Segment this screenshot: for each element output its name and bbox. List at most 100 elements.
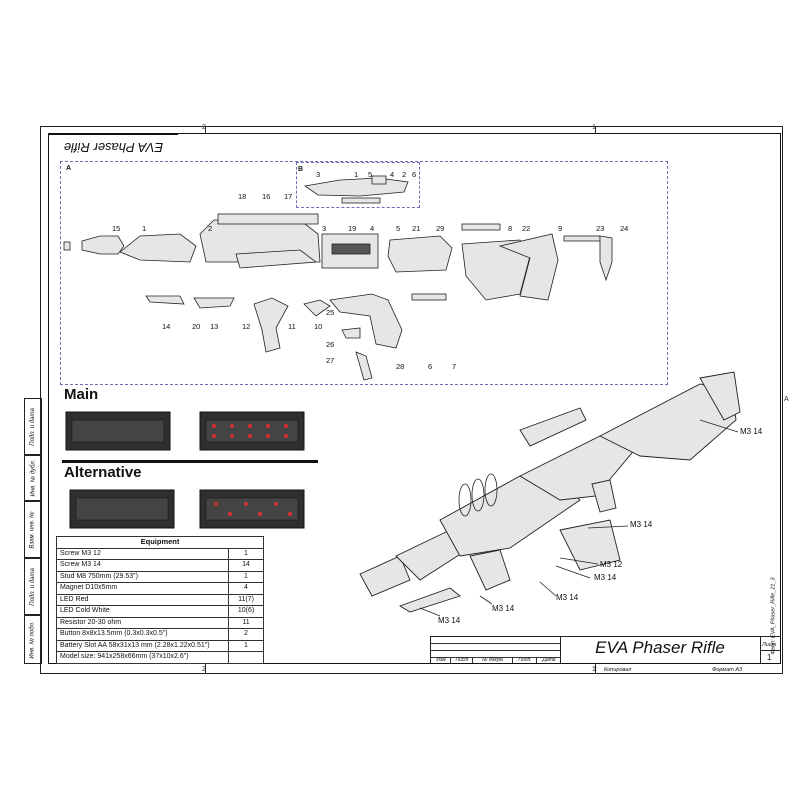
callout-m3-14: M3 14 <box>556 593 579 602</box>
led-module-main-1 <box>65 411 171 451</box>
stamp-dup-inv: Инв. № дубл. <box>24 455 42 501</box>
drawing-frame <box>48 133 781 664</box>
zone-tick <box>205 664 206 674</box>
assembled-grip <box>469 549 511 591</box>
view-a-num: 16 <box>262 192 271 201</box>
leader <box>539 581 557 597</box>
part-13-bracket <box>193 297 235 309</box>
view-a-num: 18 <box>238 192 247 201</box>
assembled-core <box>519 435 637 501</box>
callout-m3-14: M3 14 <box>594 573 617 582</box>
part-29-rail <box>461 223 501 231</box>
view-a-num: 7 <box>452 362 457 371</box>
view-b-num: 4 <box>390 170 395 179</box>
view-b-num: 2 <box>402 170 407 179</box>
led-module-alt-1 <box>69 489 175 529</box>
part-15-muzzle <box>81 235 125 255</box>
view-b-num: 6 <box>412 170 417 179</box>
zone-right-a: A <box>784 396 789 403</box>
leader <box>555 565 591 579</box>
part-b-block <box>371 175 387 185</box>
sheet-outer-frame <box>40 126 783 674</box>
view-a-num: 15 <box>112 224 121 233</box>
table-row: Button 8x8x13.5mm (0.3x0.3x0.5")2 <box>56 628 264 641</box>
format-label: Формат А3 <box>712 667 743 673</box>
stamp-orig-inv: Инв. № подл. <box>24 615 42 664</box>
callout-m3-14: M3 14 <box>492 604 515 613</box>
view-a-num: 27 <box>326 356 335 365</box>
assembled-grip-right <box>559 519 621 571</box>
view-a-num: 26 <box>326 340 335 349</box>
view-a-num: 3 <box>322 224 327 233</box>
part-6-grip <box>329 293 403 349</box>
view-b-num: 3 <box>316 170 321 179</box>
assembled-muzzle <box>359 555 411 597</box>
sheet-number: 1 <box>767 653 772 662</box>
part-27-trigger <box>355 351 373 381</box>
view-a-num: 25 <box>326 308 335 317</box>
part-4-display <box>331 243 371 255</box>
part-14-trigger-guard <box>145 295 185 305</box>
leader <box>479 595 493 605</box>
tb-header: № докум. <box>472 657 513 663</box>
assembled-butt <box>699 371 741 421</box>
callout-m3-14: M3 14 <box>438 616 461 625</box>
part-26-plate <box>341 327 361 339</box>
assembled-top-cover <box>519 407 587 447</box>
led-module-alt-2 <box>199 489 305 529</box>
part-cell <box>63 241 71 251</box>
assembled-lower-rail <box>398 587 461 613</box>
part-24-buttplate <box>599 235 613 282</box>
title-block-line <box>430 657 560 658</box>
copied-label: Копировал <box>604 667 632 673</box>
section-main-title: Main <box>64 386 99 403</box>
tb-header: Изм <box>430 657 451 663</box>
view-a-num: 2 <box>208 224 213 233</box>
part-7-bar <box>411 293 447 301</box>
view-a-label: A <box>66 165 72 172</box>
view-a-num: 19 <box>348 224 357 233</box>
callout-m3-14: M3 14 <box>630 520 653 529</box>
part-9-stock <box>498 233 559 301</box>
part-1-barrel-shroud <box>119 233 197 263</box>
view-a-num: 22 <box>522 224 531 233</box>
table-row: Stud M8 750mm (29.53")1 <box>56 570 264 583</box>
leader <box>699 419 739 433</box>
view-a-num: 20 <box>192 322 201 331</box>
view-a-num: 1 <box>142 224 147 233</box>
zone-tick <box>205 126 206 133</box>
title-block-line <box>560 636 561 664</box>
assembled-stock <box>599 383 737 461</box>
title-block-line <box>760 650 781 651</box>
leader <box>559 557 599 565</box>
part-17-rail <box>217 213 319 225</box>
view-a-frame <box>60 161 668 385</box>
part-23-bar <box>563 235 601 242</box>
title-block-line <box>430 650 560 651</box>
part-12-grip-left <box>253 297 289 353</box>
stamp-replace-inv: Взам. инв. № <box>24 501 42 558</box>
stamp-sign-date-2: Подп. и дата <box>24 558 42 615</box>
zone-bottom-1: 1 <box>592 666 596 673</box>
equipment-title: Equipment <box>56 536 264 549</box>
view-a-num: 12 <box>242 322 251 331</box>
view-a-num: 17 <box>284 192 293 201</box>
view-a-num: 28 <box>396 362 405 371</box>
coil-2 <box>471 478 485 512</box>
leader <box>419 607 441 617</box>
view-a-num: 10 <box>314 322 323 331</box>
view-a-num: 6 <box>428 362 433 371</box>
section-divider <box>62 460 318 463</box>
view-a-num: 11 <box>288 322 296 331</box>
view-a-num: 21 <box>412 224 421 233</box>
tb-header: Подп. <box>512 657 537 663</box>
assembled-mag <box>591 479 617 513</box>
file-name: Файл: EVA_Phaser_Rifle_21_3 <box>771 577 778 655</box>
